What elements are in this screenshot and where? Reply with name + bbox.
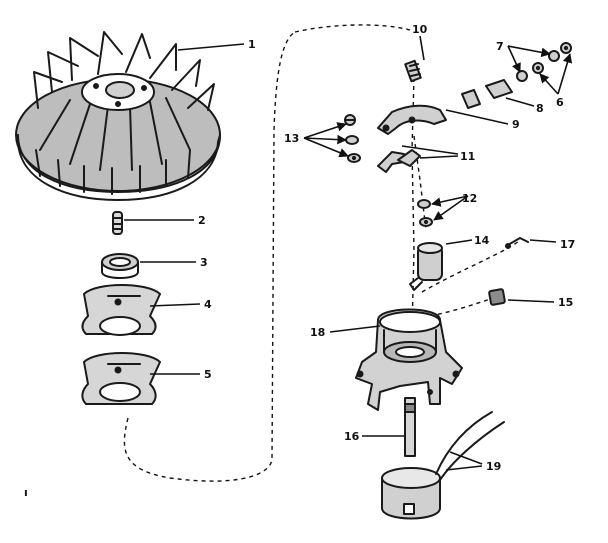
pin-part: [112, 211, 123, 235]
callout-13: 13: [284, 132, 299, 145]
callout-16: 16: [344, 430, 360, 443]
callout-14: 14: [474, 234, 490, 247]
screw-part: [404, 59, 422, 83]
callout-18: 18: [310, 326, 325, 339]
contact-plate-part: [461, 79, 513, 109]
callout-9: 9: [512, 118, 520, 131]
callout-15: 15: [558, 296, 573, 309]
callout-4: 4: [204, 298, 212, 311]
shaft-part: [404, 397, 416, 457]
separator-curve-top: [294, 24, 411, 33]
separator-curve-left: [123, 31, 296, 482]
plate-part-upper: [81, 284, 161, 336]
nut-washer-parts: [516, 42, 572, 82]
callout-19: 19: [486, 460, 501, 473]
plate-part-lower: [81, 352, 161, 405]
callout-17: 17: [560, 238, 575, 251]
callout-6: 6: [556, 96, 564, 109]
callout-2: 2: [198, 214, 206, 227]
callout-11: 11: [460, 150, 475, 163]
bracket-part: [377, 104, 447, 135]
cup-wire-part: [381, 411, 505, 520]
bushing-part: [101, 253, 139, 279]
callout-5: 5: [204, 368, 212, 381]
screw-washer-parts-13: [344, 114, 361, 163]
screw-washer-parts-12: [417, 199, 433, 227]
callout-12: 12: [462, 192, 477, 205]
callout-3: 3: [200, 256, 208, 269]
pad-part: [488, 288, 506, 306]
condenser-part: [409, 242, 443, 291]
callout-1: 1: [248, 38, 256, 51]
base-housing-part: [355, 308, 463, 411]
callout-8: 8: [536, 102, 544, 115]
callout-7: 7: [496, 40, 504, 53]
corner-mark: ı: [24, 486, 28, 499]
clip-parts: [377, 149, 421, 173]
fan-flywheel-part: [15, 31, 221, 201]
wire-clip-part: [505, 237, 529, 249]
callout-10: 10: [412, 23, 428, 36]
